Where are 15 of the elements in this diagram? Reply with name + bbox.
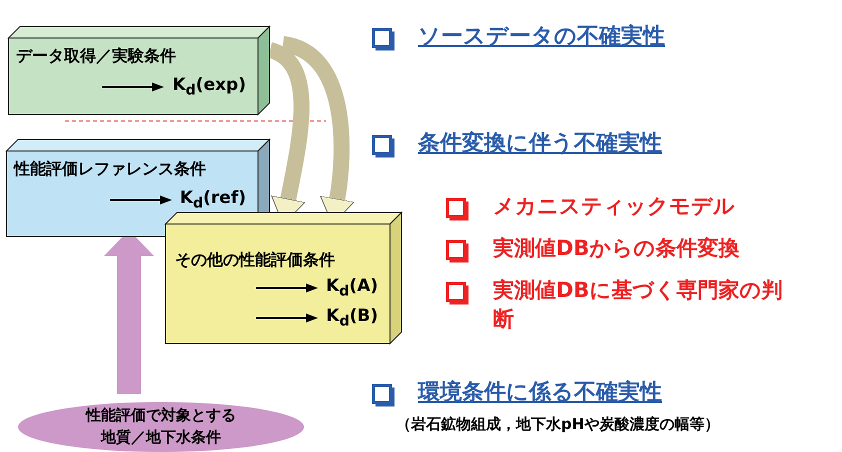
- block-title: その他の性能評価条件: [175, 250, 335, 271]
- bullet-text: 実測値DBに基づく専門家の判断: [493, 277, 784, 334]
- block-title: 性能評価レファレンス条件: [14, 159, 206, 180]
- bullet-text: 条件変換に伴う不確実性: [418, 130, 662, 158]
- ellipse-text: 性能評価で対象とする地質／地下水条件: [86, 405, 236, 448]
- block-title: データ取得／実験条件: [16, 46, 176, 67]
- bullet-text: 実測値DBからの条件変換: [493, 235, 740, 262]
- bullet-text: メカニスティックモデル: [493, 193, 735, 220]
- kd-label: K$_{d}$(ref): [180, 188, 246, 212]
- bullet-text: 環境条件に係る不確実性: [418, 378, 662, 407]
- kd-label: K$_{d}$(exp): [172, 75, 246, 98]
- kd-label: K$_{d}$(A): [326, 276, 378, 300]
- bullet-text: ソースデータの不確実性: [418, 22, 665, 51]
- kd-label: K$_{d}$(B): [326, 306, 378, 330]
- note-text: （岩石鉱物組成，地下水pHや炭酸濃度の幅等）: [396, 414, 720, 435]
